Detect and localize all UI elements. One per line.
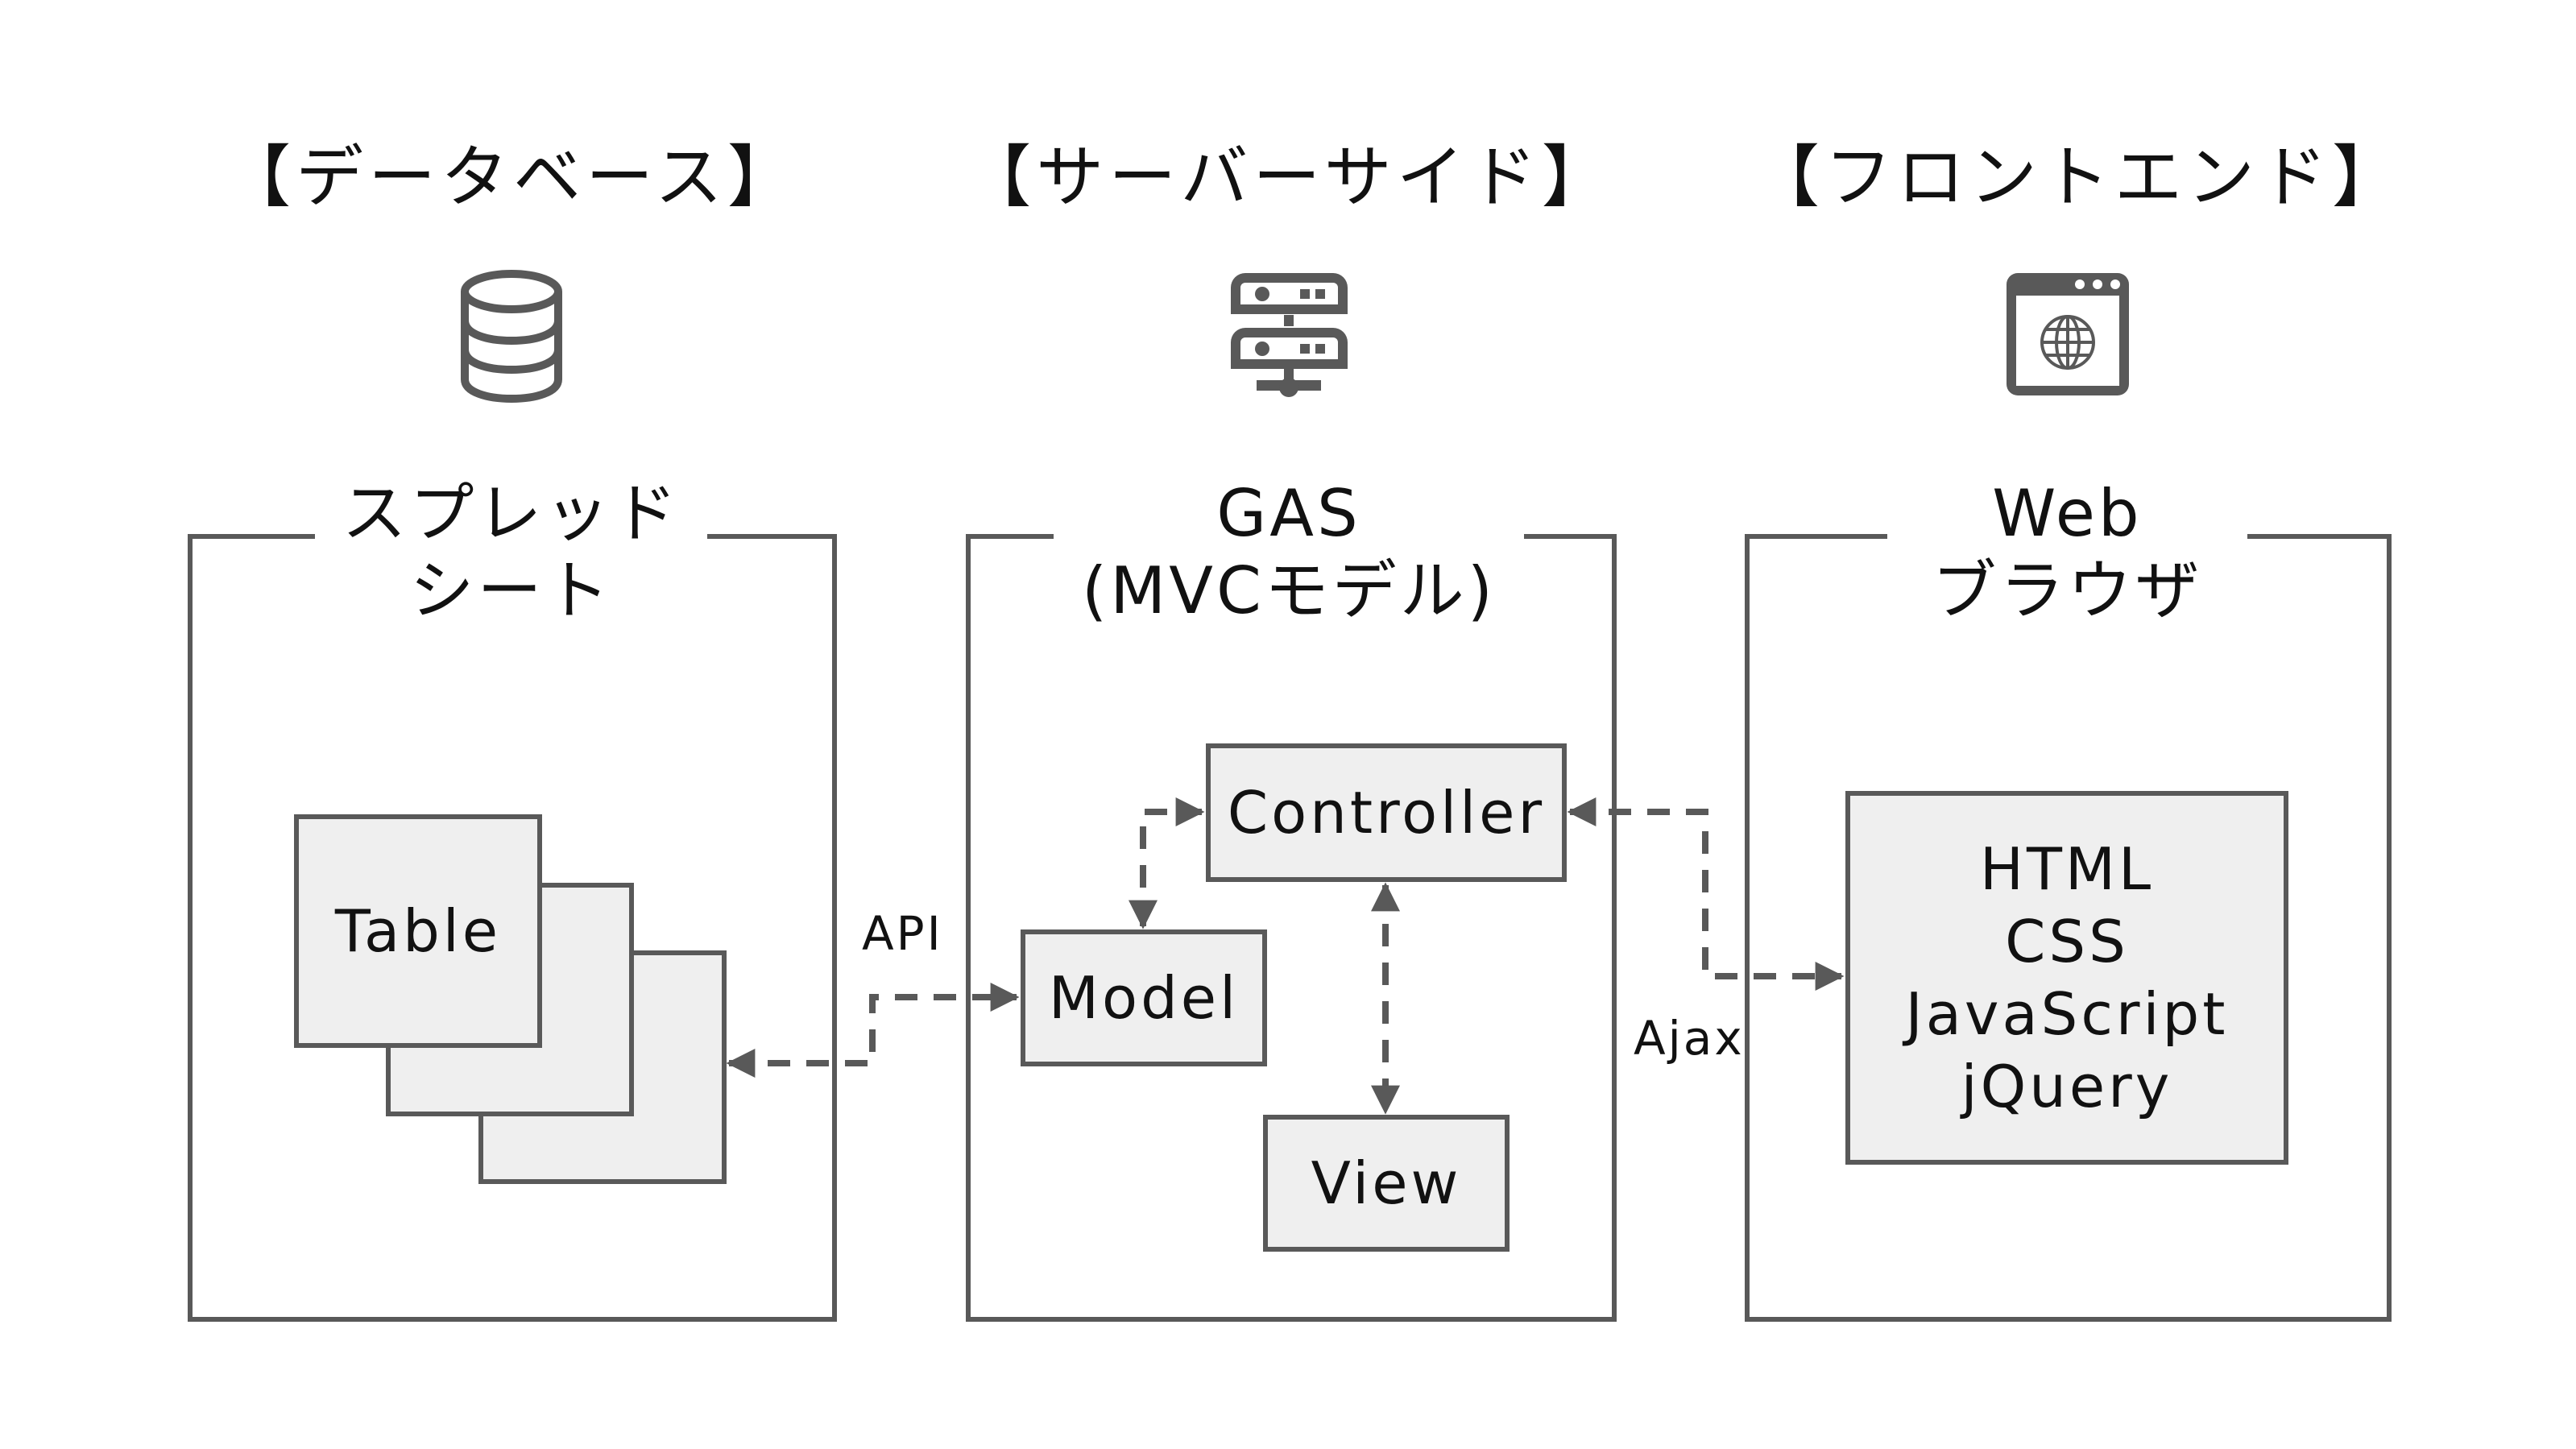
- panel-title-web-line2: ブラウザ: [1932, 553, 2203, 628]
- model-box: Model: [1021, 929, 1267, 1066]
- browser-window-icon: [2007, 273, 2129, 395]
- controller-label: Controller: [1227, 779, 1546, 847]
- panel-spreadsheet: [188, 534, 837, 1322]
- panel-title-spreadsheet-line2: シート: [409, 553, 613, 628]
- controller-box: Controller: [1206, 743, 1567, 882]
- table-sheet-front: Table: [294, 814, 542, 1048]
- view-label: View: [1311, 1149, 1462, 1217]
- panel-spreadsheet-border: [707, 534, 837, 539]
- panel-title-web-line1: Web: [1992, 476, 2143, 551]
- tech-javascript: JavaScript: [1905, 980, 2229, 1048]
- tech-jquery: jQuery: [1961, 1053, 2173, 1120]
- panel-title-spreadsheet-line1: スプレッド: [342, 476, 681, 551]
- table-label: Table: [334, 897, 502, 965]
- panel-web-browser-border: [1745, 534, 1887, 539]
- api-label: API: [862, 906, 943, 961]
- model-label: Model: [1048, 964, 1240, 1032]
- panel-gas-border: [1524, 534, 1617, 539]
- tech-css: CSS: [2005, 908, 2129, 975]
- heading-server-side: 【サーバーサイド】: [963, 138, 1614, 217]
- ajax-label: Ajax: [1634, 1011, 1745, 1066]
- panel-title-gas-line2: (MVCモデル): [1081, 553, 1497, 628]
- panel-spreadsheet-border: [188, 534, 315, 539]
- panel-web-browser-border: [2247, 534, 2392, 539]
- database-icon: [461, 270, 562, 403]
- frontend-tech-box: HTML CSS JavaScript jQuery: [1845, 791, 2288, 1165]
- panel-gas-border: [966, 534, 1054, 539]
- view-box: View: [1263, 1115, 1510, 1252]
- heading-database: 【データベース】: [223, 138, 800, 217]
- heading-frontend: 【フロントエンド】: [1751, 138, 2404, 217]
- panel-title-gas-line1: GAS: [1216, 476, 1361, 551]
- tech-html: HTML: [1979, 835, 2155, 903]
- server-icon: [1231, 273, 1348, 397]
